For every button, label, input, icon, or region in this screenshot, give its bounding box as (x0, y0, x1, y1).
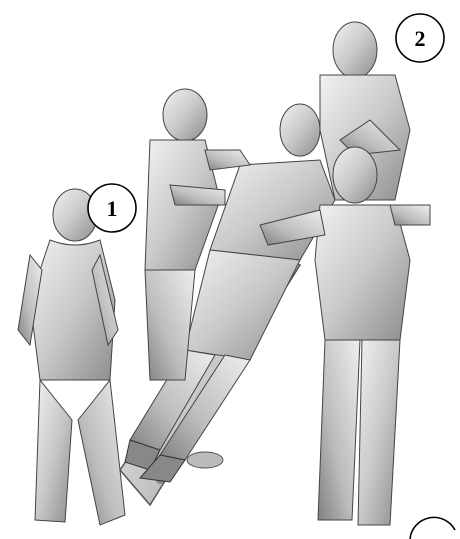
callout-2-label: 2 (415, 26, 426, 51)
callout-partial (410, 517, 455, 539)
callout-1-label: 1 (107, 196, 118, 221)
rescuer-1-figure (18, 189, 125, 525)
callout-2: 2 (396, 14, 444, 62)
callout-1: 1 (88, 184, 136, 232)
